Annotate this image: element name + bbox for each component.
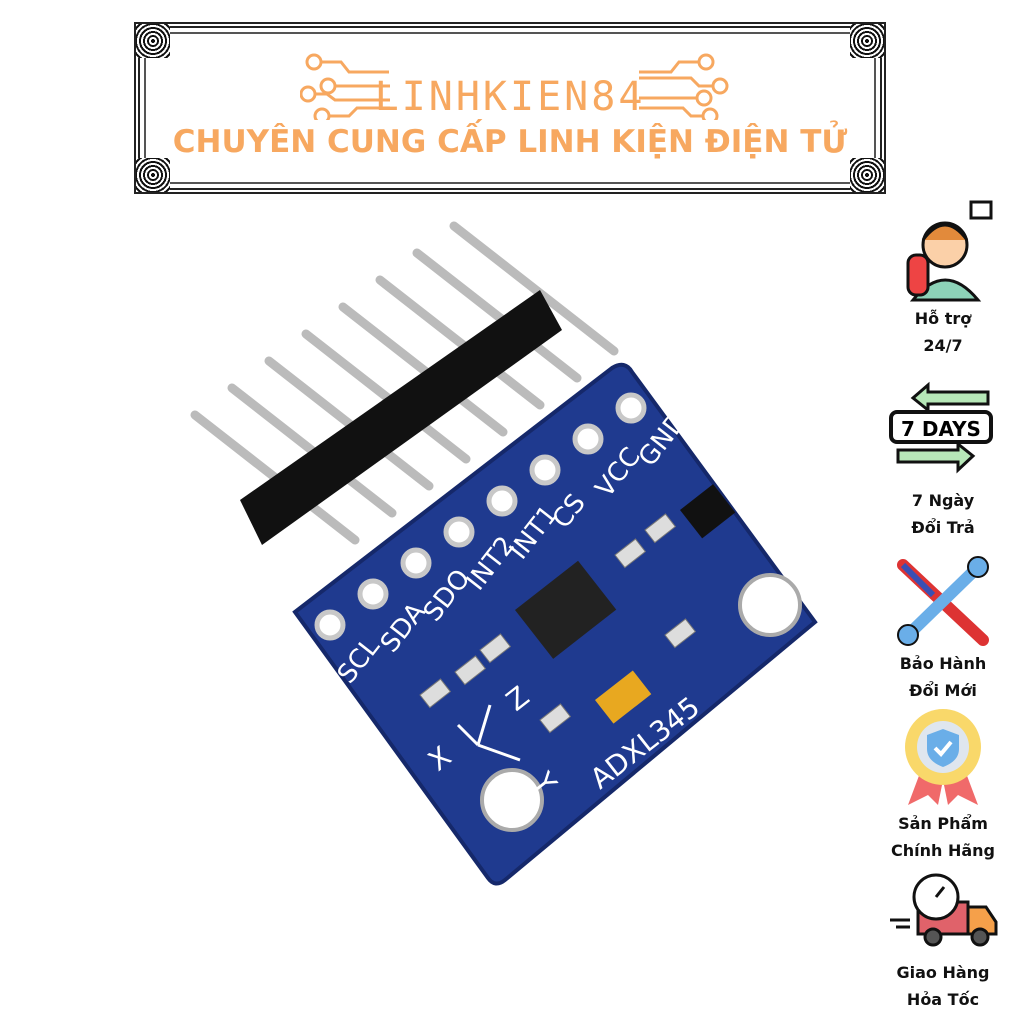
tagline: CHUYÊN CUNG CẤP LINH KIỆN ĐIỆN TỬ <box>172 124 848 160</box>
tantalum-capacitor <box>595 670 652 724</box>
header-pin <box>449 221 619 356</box>
ornament-corner <box>850 158 884 192</box>
feature-support: Hỗ trợ 24/7 <box>868 200 1018 359</box>
pin-header-plastic <box>240 290 562 545</box>
feature-label: Hỏa Tốc <box>906 990 980 1009</box>
feature-warranty: Bảo Hành Đổi Mới <box>868 555 1018 704</box>
mounting-hole <box>480 768 544 832</box>
header-pin <box>338 302 508 437</box>
pin-hole <box>529 454 561 486</box>
header-pin <box>375 275 545 410</box>
feature-genuine: Sản Phẩm Chính Hãng <box>868 705 1018 864</box>
svg-text:7 DAYS: 7 DAYS <box>901 417 981 441</box>
feature-label: Sản Phẩm <box>898 814 988 833</box>
feature-label: 7 Ngày <box>911 491 975 510</box>
feature-label: Hỗ trợ <box>914 309 972 328</box>
support-agent-icon <box>906 200 993 302</box>
genuine-badge-icon <box>905 709 981 805</box>
axis-arrows <box>456 704 521 762</box>
ornament-corner <box>850 24 884 58</box>
pin-hole <box>357 578 389 610</box>
ornament-corner <box>136 158 170 192</box>
header-pin <box>412 248 582 383</box>
feature-label: Chính Hãng <box>891 841 995 860</box>
feature-return: 7 DAYS 7 Ngày Đổi Trả <box>868 380 1018 541</box>
ornament-corner <box>136 24 170 58</box>
pin-hole <box>314 609 346 641</box>
pin-hole <box>400 547 432 579</box>
feature-label: Giao Hàng <box>896 963 990 982</box>
pin-hole <box>572 423 604 455</box>
feature-label: Đổi Mới <box>909 681 977 700</box>
feature-label: 24/7 <box>923 336 963 355</box>
header-pin <box>264 356 434 491</box>
pin-hole <box>486 485 518 517</box>
circuit-trace-icon <box>639 53 729 120</box>
pin-hole <box>443 516 475 548</box>
tools-warranty-icon <box>897 556 989 646</box>
seven-days-return-icon: 7 DAYS <box>889 381 993 474</box>
feature-delivery: Giao Hàng Hỏa Tốc <box>868 872 1018 1013</box>
feature-label: Đổi Trả <box>911 518 975 537</box>
adxl345-chip <box>515 560 617 659</box>
fast-delivery-truck-icon <box>890 873 998 947</box>
pin-hole <box>615 392 647 424</box>
brand-banner: LINHKIEN84 CHUYÊN CUNG CẤP LINH KIỆN ĐIỆ… <box>134 22 886 194</box>
header-pin <box>301 329 471 464</box>
regulator <box>680 484 736 539</box>
mounting-hole <box>738 573 802 637</box>
circuit-trace-icon <box>300 53 390 120</box>
brand-name: LINHKIEN84 <box>374 74 646 120</box>
feature-label: Bảo Hành <box>899 654 987 673</box>
